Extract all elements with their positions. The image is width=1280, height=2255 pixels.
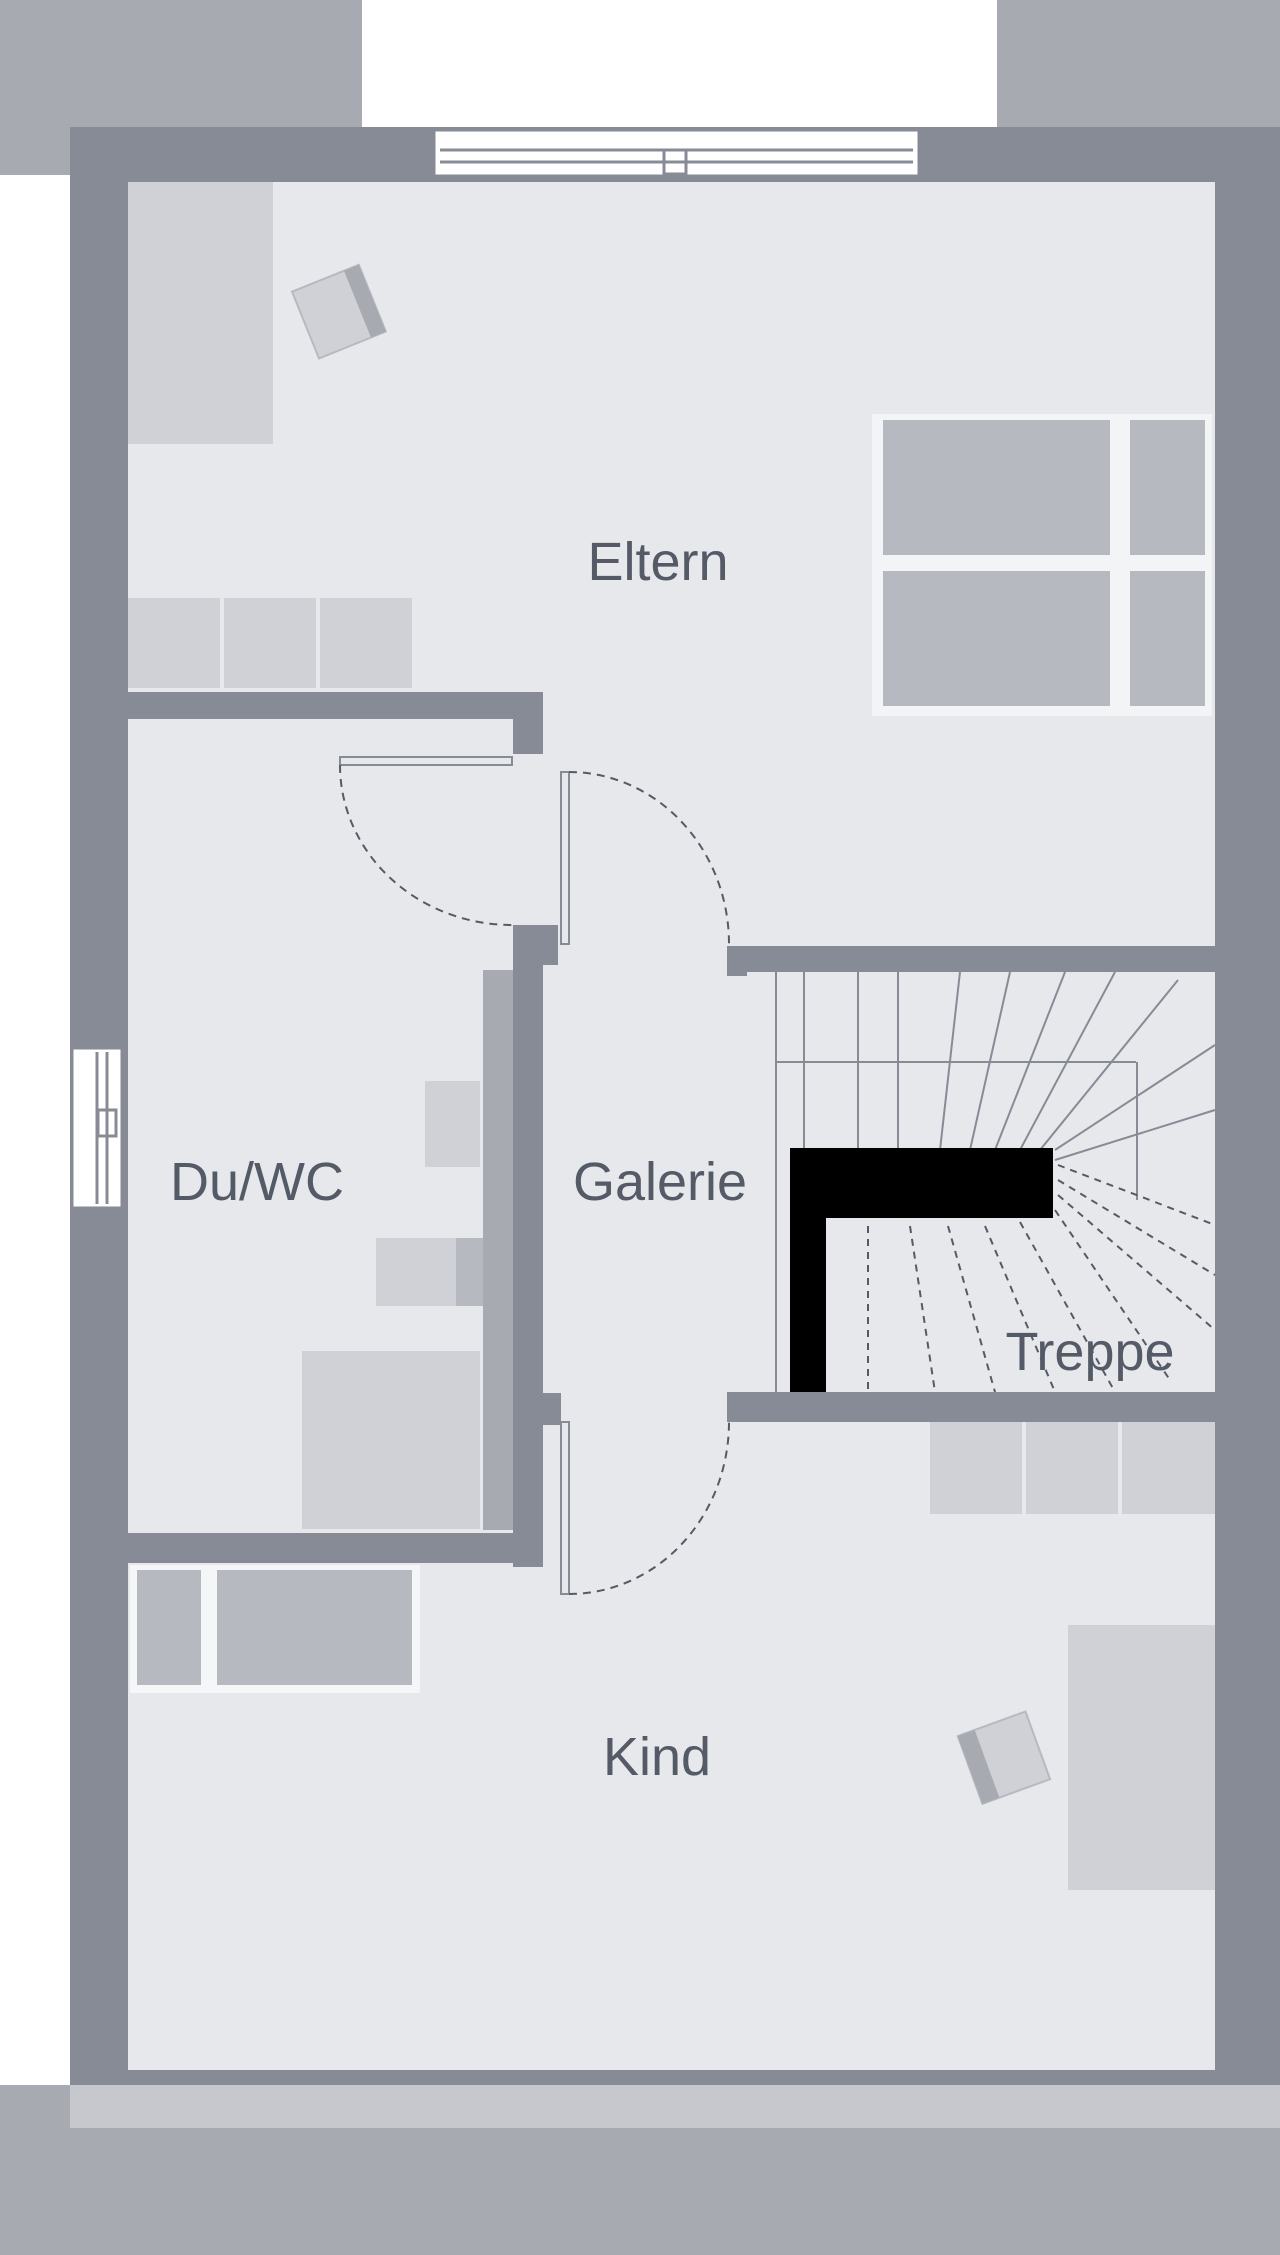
roof-window — [432, 128, 921, 178]
bed-parents — [872, 414, 1212, 716]
wall-stairs-bottom — [727, 1392, 1215, 1422]
shelf-child — [930, 1422, 1215, 1514]
wall-bath-gallery — [513, 925, 543, 1567]
shower — [302, 1351, 480, 1529]
side-window — [70, 1046, 124, 1210]
room-label-parents: Eltern — [587, 532, 728, 592]
dresser-parents — [128, 598, 412, 688]
wall-stairs-top — [727, 946, 1215, 972]
room-label-stairs: Treppe — [1005, 1322, 1174, 1382]
bath-counter — [483, 970, 513, 1530]
chimney — [790, 1148, 1053, 1392]
wall-parents-bath — [128, 692, 543, 719]
wardrobe-parents — [128, 182, 273, 444]
wall-bath-gallery-cap — [513, 925, 558, 965]
toilet-tank — [456, 1238, 483, 1306]
toilet — [376, 1238, 456, 1306]
wall-parents-bath-stub — [513, 692, 543, 754]
bed-child — [1068, 1625, 1215, 1890]
armchair-child — [956, 1710, 1052, 1806]
room-label-gallery: Galerie — [573, 1152, 747, 1212]
wall-stairs-left-top — [727, 946, 747, 976]
door-parents — [560, 771, 730, 945]
desk-child — [130, 1565, 420, 1693]
sink — [425, 1081, 480, 1167]
armchair-parents — [290, 263, 388, 360]
room-label-child: Kind — [603, 1727, 711, 1787]
eave-strip-bottom — [70, 2080, 1280, 2128]
wall-bath-gallery-cap2 — [513, 1393, 561, 1425]
door-child — [560, 1421, 730, 1595]
door-bath — [339, 756, 513, 926]
room-label-bath: Du/WC — [170, 1152, 344, 1212]
staircase-lower — [867, 1164, 1216, 1393]
wall-bath-child — [128, 1533, 543, 1563]
wall-stairs-left-bottom — [727, 1392, 747, 1422]
